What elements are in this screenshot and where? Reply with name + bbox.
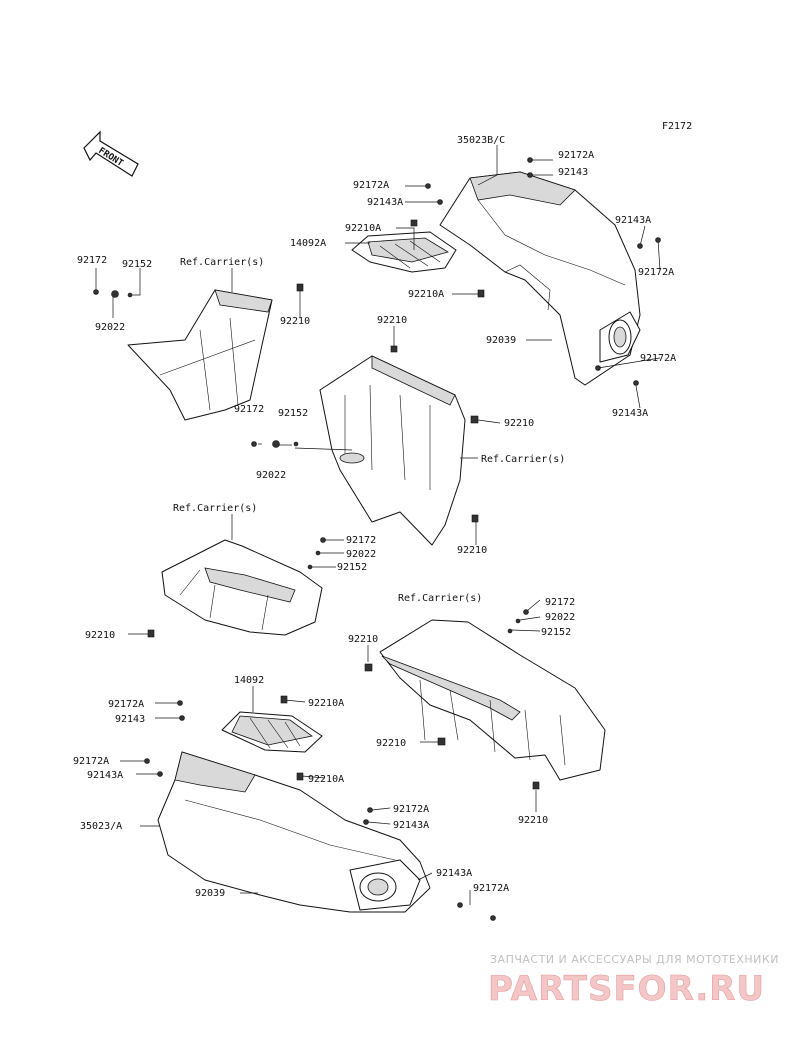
label-92172a: 92172A bbox=[108, 699, 144, 710]
label-92152: 92152 bbox=[337, 562, 367, 573]
heat-guard-lower bbox=[221, 711, 323, 753]
label-92172: 92172 bbox=[77, 255, 107, 266]
bracket-left-upper bbox=[127, 289, 273, 421]
leaders-d bbox=[128, 514, 344, 638]
label-92022: 92022 bbox=[545, 612, 575, 623]
label-92210a: 92210A bbox=[308, 774, 344, 785]
rear-fender-lower bbox=[157, 751, 431, 913]
watermark-brand: PARTSFOR.RU bbox=[488, 969, 765, 1009]
bracket-left-mid bbox=[161, 539, 323, 636]
leaders-c bbox=[251, 326, 501, 545]
label-35023a: 35023/A bbox=[80, 821, 122, 832]
label-92152: 92152 bbox=[278, 408, 308, 419]
label-ref-carrier: Ref.Carrier(s) bbox=[180, 257, 264, 268]
label-92210: 92210 bbox=[348, 634, 378, 645]
label-92210: 92210 bbox=[457, 545, 487, 556]
label-ref-carrier: Ref.Carrier(s) bbox=[481, 454, 565, 465]
leaders-f bbox=[120, 686, 496, 921]
label-ref-carrier: Ref.Carrier(s) bbox=[398, 593, 482, 604]
label-92152: 92152 bbox=[541, 627, 571, 638]
label-92022: 92022 bbox=[95, 322, 125, 333]
label-92172a: 92172A bbox=[73, 756, 109, 767]
rear-fender-upper bbox=[439, 171, 641, 386]
label-92143a: 92143A bbox=[436, 868, 472, 879]
label-92210: 92210 bbox=[504, 418, 534, 429]
inner-fender-center bbox=[319, 355, 466, 546]
label-92210: 92210 bbox=[85, 630, 115, 641]
label-ref-carrier: Ref.Carrier(s) bbox=[173, 503, 257, 514]
label-92143a: 92143A bbox=[87, 770, 123, 781]
label-14092a: 14092A bbox=[290, 238, 326, 249]
label-92172: 92172 bbox=[234, 404, 264, 415]
label-92210: 92210 bbox=[377, 315, 407, 326]
label-92022: 92022 bbox=[346, 549, 376, 560]
leaders-b bbox=[93, 268, 304, 318]
label-92210a: 92210A bbox=[408, 289, 444, 300]
label-92210a: 92210A bbox=[308, 698, 344, 709]
label-92143a: 92143A bbox=[612, 408, 648, 419]
leaders-a bbox=[345, 145, 661, 409]
label-92143a: 92143A bbox=[393, 820, 429, 831]
label-92039: 92039 bbox=[486, 335, 516, 346]
inner-fender-right bbox=[379, 619, 606, 781]
heat-guard-upper bbox=[351, 231, 457, 273]
label-92172a: 92172A bbox=[353, 180, 389, 191]
label-14092: 14092 bbox=[234, 675, 264, 686]
leaders-e bbox=[364, 599, 541, 812]
label-92143a: 92143A bbox=[367, 197, 403, 208]
label-92210: 92210 bbox=[376, 738, 406, 749]
watermark-caption: ЗАПЧАСТИ И АКСЕССУАРЫ ДЛЯ МОТОТЕХНИКИ bbox=[490, 953, 779, 966]
front-arrow-icon: FRONT bbox=[83, 130, 139, 177]
label-92172a: 92172A bbox=[393, 804, 429, 815]
label-92143: 92143 bbox=[115, 714, 145, 725]
label-35023bc: 35023B/C bbox=[457, 135, 505, 146]
label-92143a: 92143A bbox=[615, 215, 651, 226]
label-92172: 92172 bbox=[545, 597, 575, 608]
label-92210: 92210 bbox=[518, 815, 548, 826]
label-92172a: 92172A bbox=[638, 267, 674, 278]
label-92210a: 92210A bbox=[345, 223, 381, 234]
figure-code: F2172 bbox=[662, 121, 692, 132]
label-92022: 92022 bbox=[256, 470, 286, 481]
label-92172: 92172 bbox=[346, 535, 376, 546]
label-92152: 92152 bbox=[122, 259, 152, 270]
label-92143: 92143 bbox=[558, 167, 588, 178]
label-92172a: 92172A bbox=[473, 883, 509, 894]
label-92172a: 92172A bbox=[558, 150, 594, 161]
label-92039: 92039 bbox=[195, 888, 225, 899]
label-92210: 92210 bbox=[280, 316, 310, 327]
label-92172a: 92172A bbox=[640, 353, 676, 364]
